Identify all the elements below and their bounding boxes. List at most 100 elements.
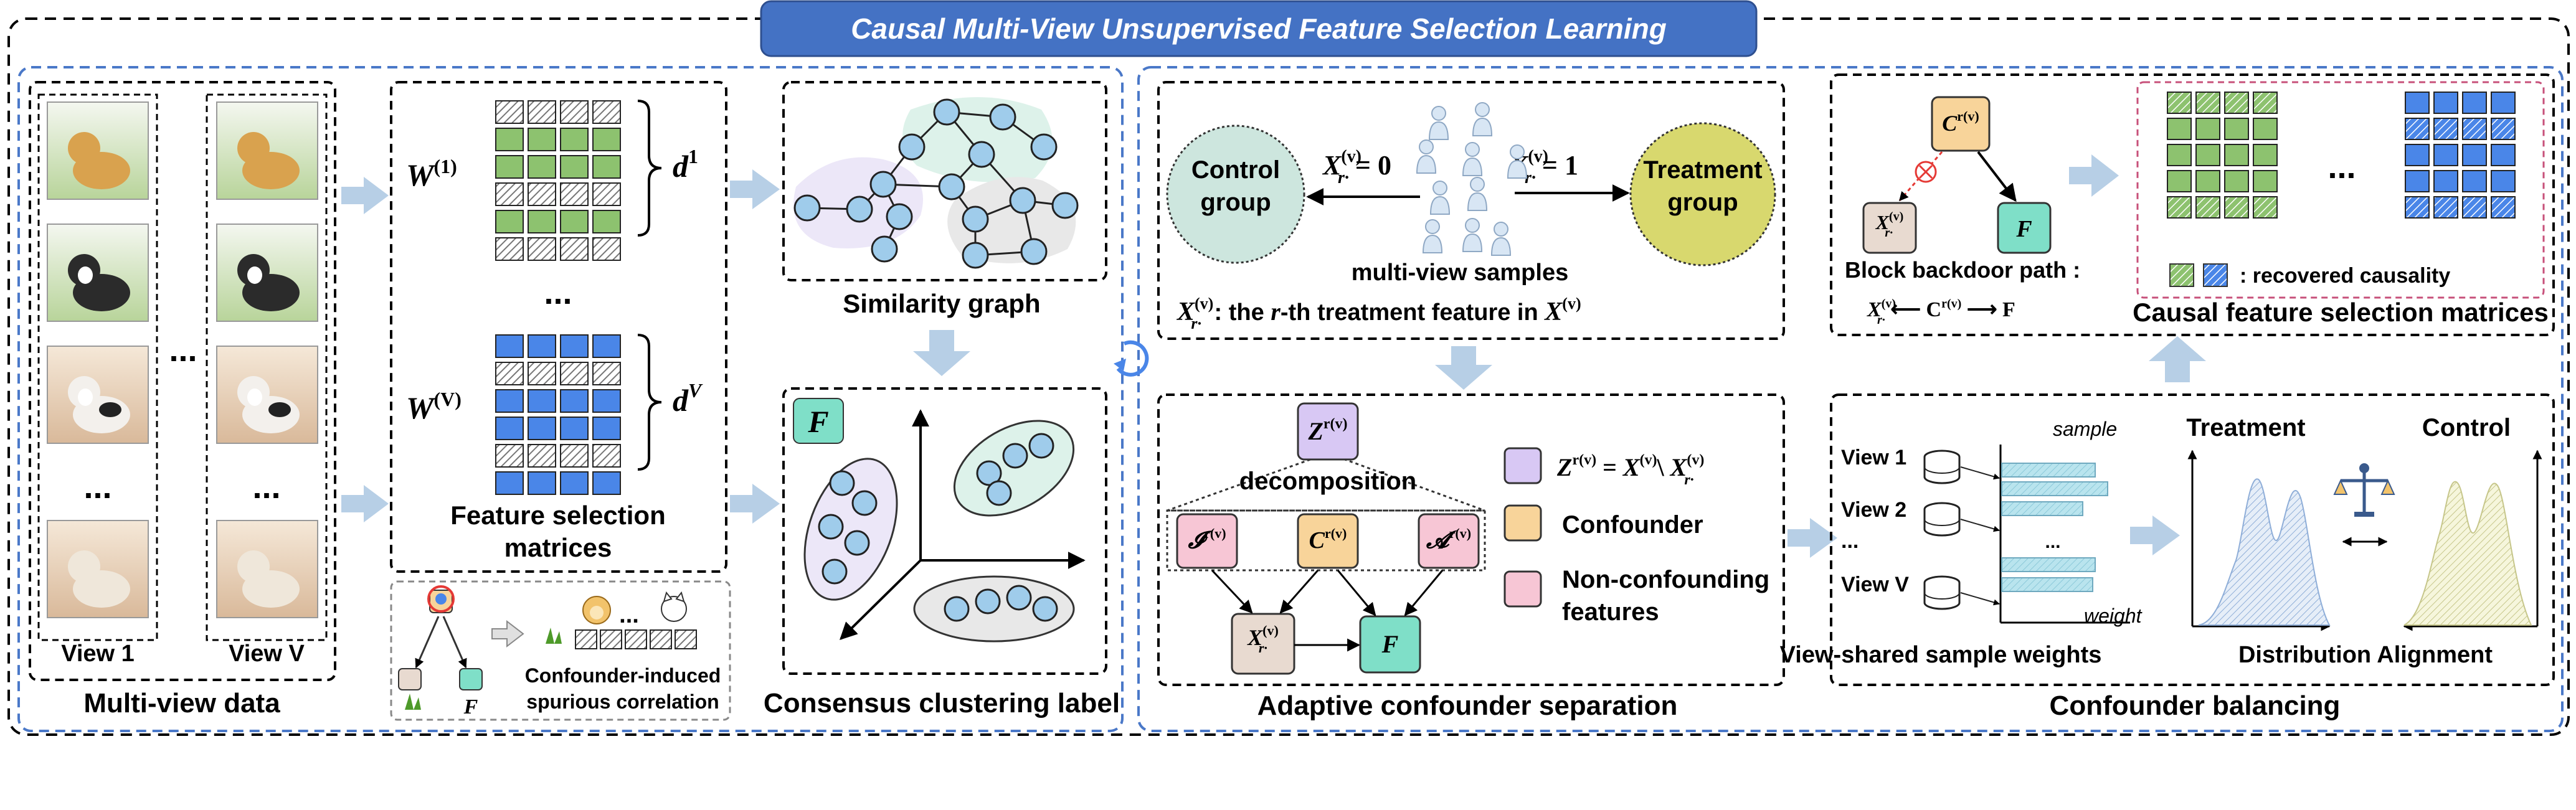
graph-blob-gray [947,177,1076,263]
view1-dog-head [68,132,100,164]
view-dots: ... [169,331,197,369]
a-node-label: 𝓐r(v) [1426,525,1471,553]
cluster-f-label: F [807,404,828,439]
fsV-cell [592,334,621,358]
causal-matrices-frame [2136,81,2545,299]
spurious-line2: spurious correlation [526,690,719,713]
treatment-group-circle [1629,122,1776,266]
refresh-icon [1116,340,1149,377]
view1-cat-muzzle [78,389,93,406]
fsV-cell [592,417,621,440]
legend-z-eq: Zr(v) = X(v)\ X(v)r· [1556,452,1704,488]
spurious-dots: ... [619,602,639,628]
cluster-point [844,530,870,556]
graph-blob-green [902,97,1053,182]
eq-x-zero: X(v)r·= 0 [1322,147,1391,187]
fs1-cell [592,100,621,124]
fs1-cell [528,182,556,206]
control-dist-label: Control [2422,414,2511,441]
treatment-distribution [2198,478,2331,626]
causalV-cell [2405,92,2430,114]
balance-scale-icon [2333,463,2395,517]
arrow-separation-to-balancing [1788,518,1837,558]
view-db-label: ... [1841,529,1859,553]
causalV-cell [2491,92,2516,114]
fs1-cell [495,128,524,151]
causalV-cell [2491,170,2516,192]
fsV-cell [528,334,556,358]
spurious-cell [625,629,647,649]
weight-bar [2001,481,2108,496]
spurious-f-label: F [463,695,478,718]
person-icon-body [1416,154,1437,174]
cluster-point [829,470,855,496]
sample-weight-bars [2001,463,2108,592]
edge-a-to-f [1404,570,1444,616]
view1-dots: ... [83,468,111,506]
separation-section-label: Adaptive confounder separation [1257,690,1678,721]
viewV-dog-head [237,132,270,164]
person-icon-body [1472,117,1493,136]
fs1-cell [495,155,524,179]
person-icon-head [1465,218,1480,233]
viewV-cat-patch [268,402,291,417]
balancing-frame [1830,393,2555,686]
database-icon-body [1923,583,1961,610]
causalV-cell [2462,144,2487,166]
graph-node [886,203,913,230]
weight-axis-label: weight [2084,605,2143,627]
causal1-cell [2253,144,2278,166]
spurious-feature-row [575,629,697,649]
legend-nonconf-line1: Non-confounding [1562,566,1769,593]
causalV-cell [2462,196,2487,219]
legend-nonconf-line2: features [1562,598,1659,626]
causal1-cell [2253,170,2278,192]
treatment-feature-def: X(v)r· : the r-th treatment feature in X… [1176,294,1581,332]
graph-node [938,173,965,200]
cluster-point [1002,443,1028,469]
causal1-cell [2224,92,2249,114]
graph-node [1030,133,1058,161]
weight-bar [2001,577,2093,592]
z-node [1297,402,1359,461]
x-node [1231,613,1295,675]
legend-z-swatch [1503,447,1542,484]
samples-label: multi-view samples [1352,260,1568,286]
fsV-cell [528,362,556,385]
fs1-cell [495,210,524,233]
person-icon-body [1422,234,1443,253]
fs1-cell [592,237,621,261]
view-db-label: View 2 [1841,498,1906,522]
cluster-point [1006,585,1032,611]
i-node [1176,513,1238,569]
arrow-graph-to-cluster [913,330,970,376]
person-icon-head [1510,144,1525,159]
recovered-label: : recovered causality [2240,264,2450,288]
backdoor-f-node [1997,202,2052,254]
edge-c-to-x [1279,570,1319,614]
spurious-line1: Confounder-induced [525,664,721,687]
causalV-cell [2405,170,2430,192]
fs1-cell [560,155,589,179]
graph-node [968,141,995,168]
fs1-cell [528,128,556,151]
viewV-dots: ... [252,468,280,506]
causal1-cell [2195,170,2220,192]
fs1-cell [560,128,589,151]
cluster-point [986,480,1012,506]
right-panel-frame [1137,66,2564,732]
decomposition-box [1166,509,1486,572]
database-icon-ring [1924,519,1960,526]
person-icon-body [1467,192,1488,211]
backdoor-f-label: F [2015,216,2032,242]
title-banner [760,0,1758,57]
camera-icon [435,593,447,605]
causalV-cell [2433,170,2458,192]
recovered-swatch-blue [2203,263,2228,287]
fsV-cell [560,389,589,413]
edge-c-to-f [1337,570,1376,616]
graph-node [871,235,898,263]
arrow-weights-to-alignment [2130,516,2180,555]
causal-section-label: Causal feature selection matrices [2133,298,2549,327]
graph-node [869,171,897,198]
